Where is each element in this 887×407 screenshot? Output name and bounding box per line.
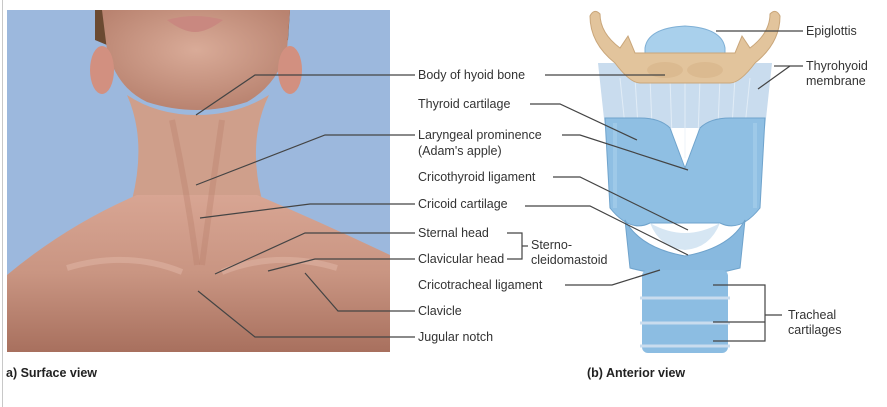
larynx-anterior-illustration xyxy=(580,8,790,353)
label-body-of-hyoid-bone: Body of hyoid bone xyxy=(418,68,526,82)
label-jugular-notch: Jugular notch xyxy=(418,330,494,344)
label-cleidomastoid: cleidomastoid xyxy=(531,253,608,267)
caption-surface-view: a) Surface view xyxy=(6,366,98,380)
label-adams-apple: (Adam's apple) xyxy=(418,144,502,158)
label-tracheal: Tracheal xyxy=(788,308,837,322)
label-membrane: membrane xyxy=(806,74,866,88)
label-epiglottis: Epiglottis xyxy=(806,24,857,38)
label-cricoid-cartilage: Cricoid cartilage xyxy=(418,197,508,211)
surface-view-photo xyxy=(7,10,390,352)
label-sterno: Sterno- xyxy=(531,238,572,252)
label-clavicular-head: Clavicular head xyxy=(418,252,505,266)
label-thyrohyoid: Thyrohyoid xyxy=(806,59,868,73)
label-laryngeal-prominence: Laryngeal prominence xyxy=(418,128,542,142)
label-cartilages: cartilages xyxy=(788,323,842,337)
label-cricotracheal-ligament: Cricotracheal ligament xyxy=(418,278,543,292)
page-left-border xyxy=(2,0,3,407)
label-clavicle: Clavicle xyxy=(418,304,462,318)
label-thyroid-cartilage: Thyroid cartilage xyxy=(418,97,511,111)
label-cricothyroid-ligament: Cricothyroid ligament xyxy=(418,170,536,184)
label-sternal-head: Sternal head xyxy=(418,226,489,240)
caption-anterior-view: (b) Anterior view xyxy=(587,366,686,380)
